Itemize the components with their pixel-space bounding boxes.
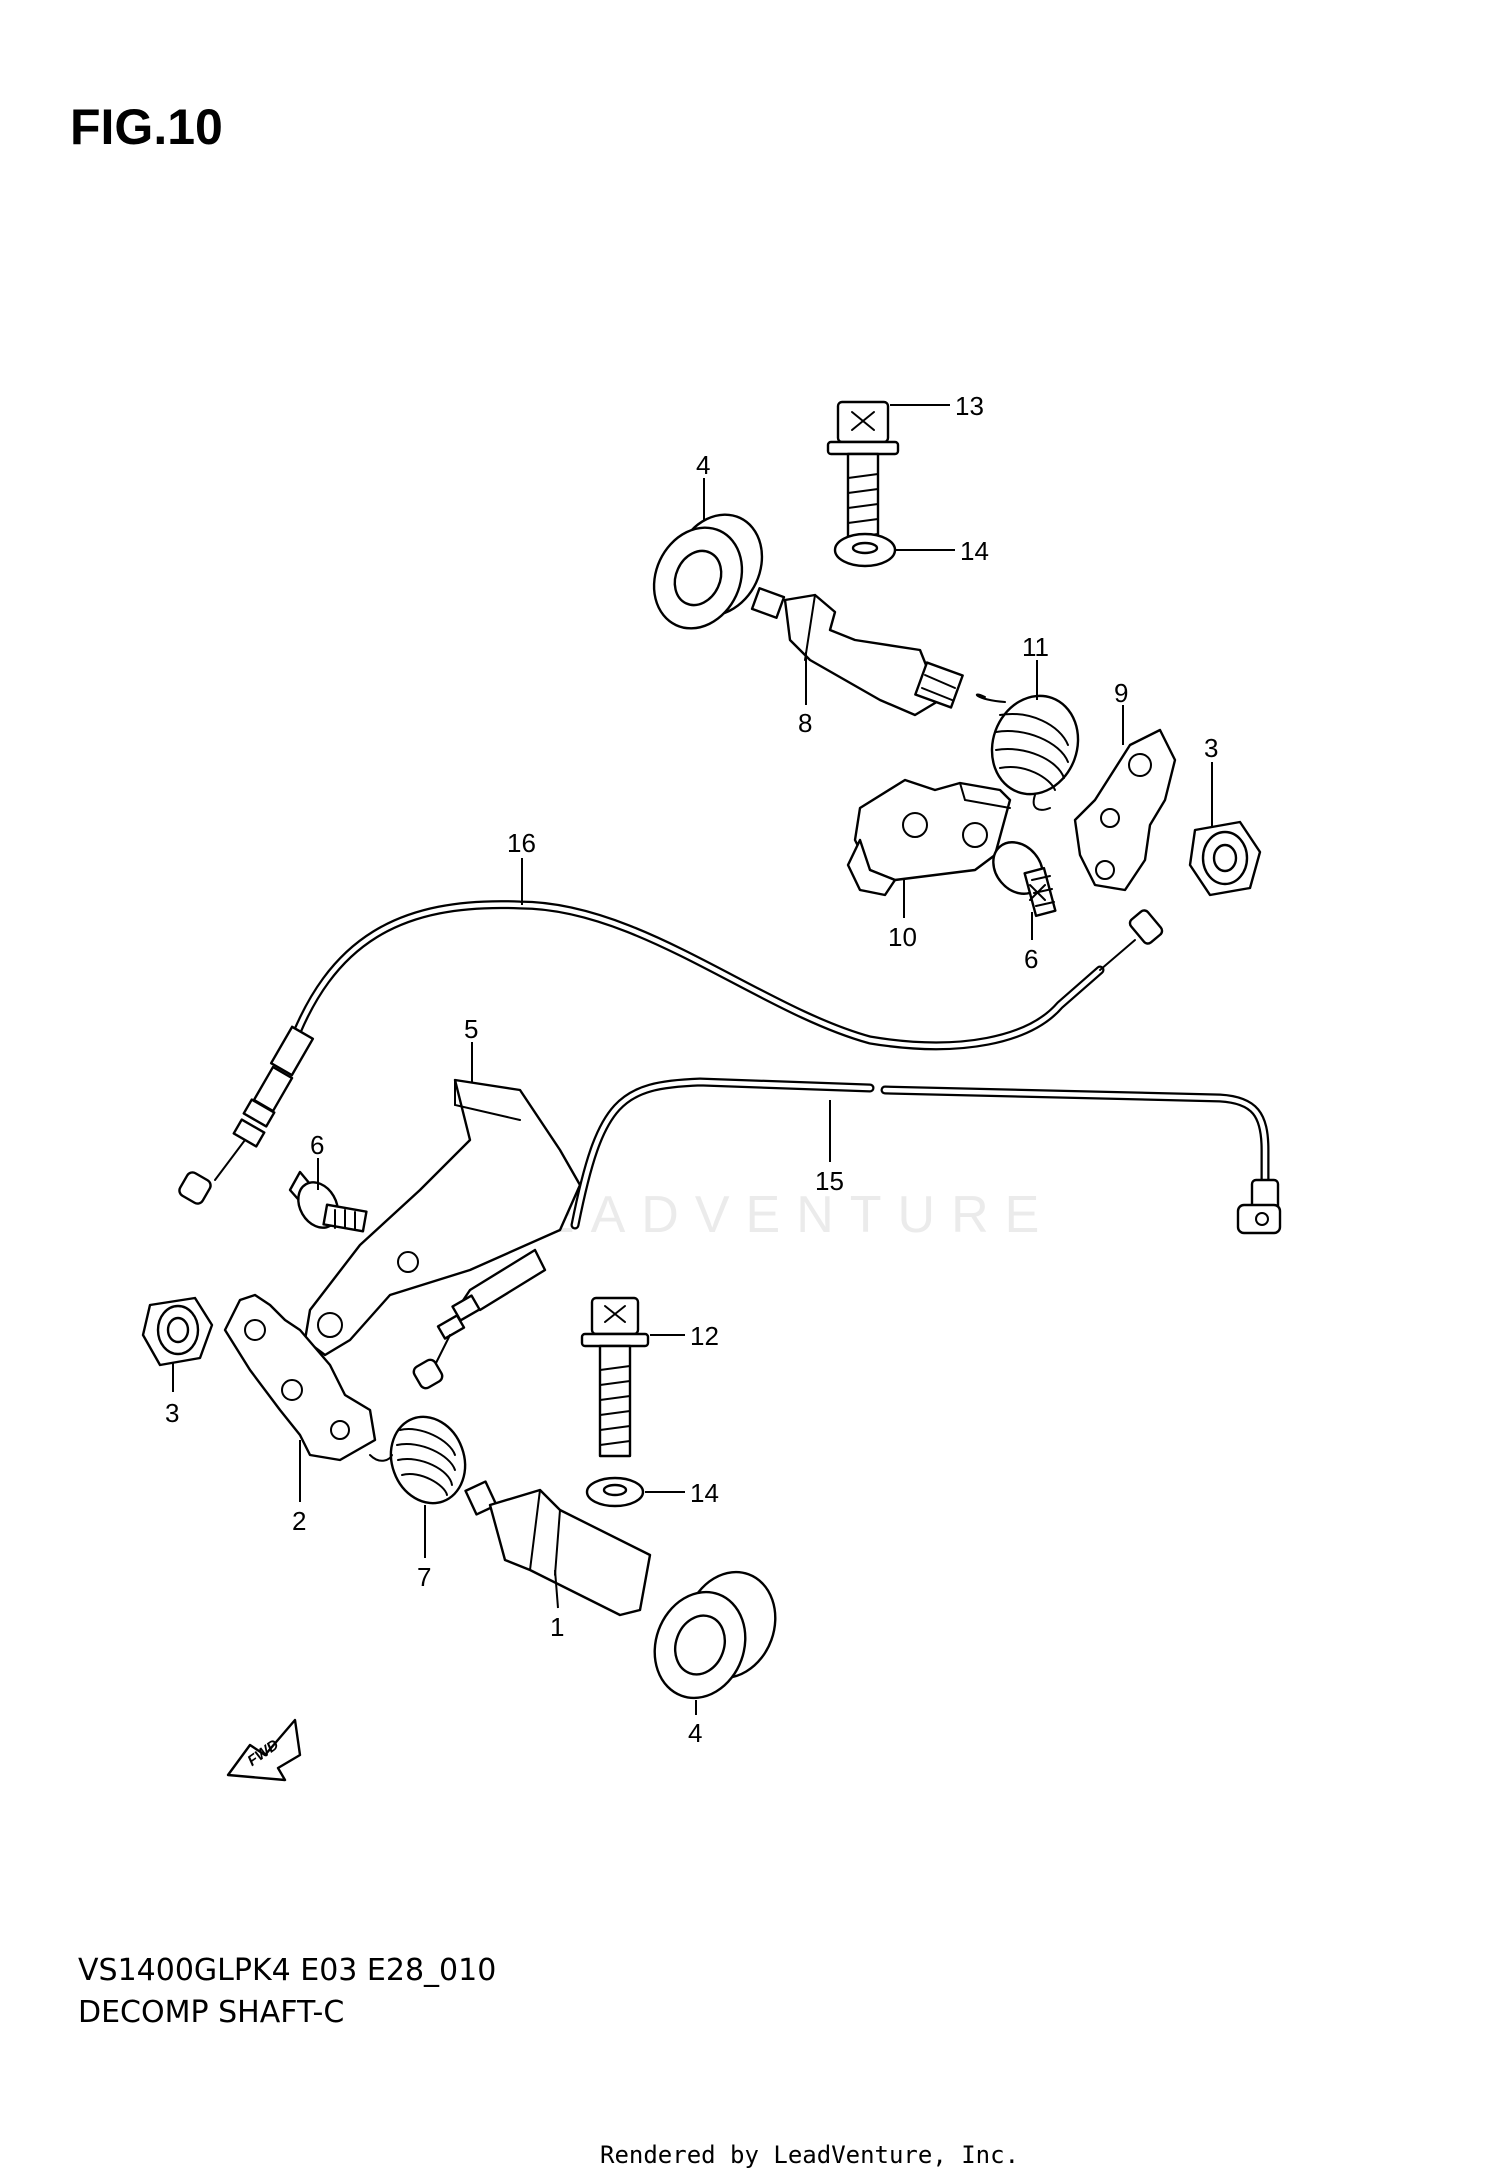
spring-7[interactable] [369,1406,477,1513]
cable-15[interactable] [412,1077,1282,1390]
shaft-8[interactable] [750,587,964,717]
callout-4-lower: 4 [688,1718,702,1748]
assembly-name: DECOMP SHAFT-C [78,1995,345,2030]
callout-5: 5 [464,1014,478,1044]
spring-11[interactable] [975,684,1092,811]
callout-3-right: 3 [1204,733,1218,763]
callout-2: 2 [292,1506,306,1536]
lever-2[interactable] [223,1293,377,1462]
callout-16: 16 [507,828,536,858]
bracket-10[interactable] [846,778,1012,897]
callout-3-left: 3 [165,1398,179,1428]
bearing-4-upper[interactable] [638,500,778,643]
callout-13: 13 [955,391,984,421]
washer-14-lower[interactable] [585,1476,645,1508]
bolt-12[interactable] [580,1296,650,1458]
figure-title: FIG.10 [70,99,223,155]
screw-6-left[interactable] [288,1170,368,1235]
callout-14-lower: 14 [690,1478,719,1508]
fwd-arrow-icon: FWD [226,1718,302,1782]
callout-9: 9 [1114,678,1128,708]
leader-lines [172,404,1213,1715]
callout-12: 12 [690,1321,719,1351]
callout-14-upper: 14 [960,536,989,566]
callout-6-upper: 6 [1024,944,1038,974]
callout-7: 7 [417,1562,431,1592]
lever-9[interactable] [1073,728,1177,892]
callout-10: 10 [888,922,917,952]
callout-1: 1 [550,1612,564,1642]
screw-6-upper[interactable] [983,832,1057,918]
shaft-1[interactable] [464,1480,652,1617]
model-code: VS1400GLPK4 E03 E28_010 [78,1953,497,1988]
callout-11: 11 [1022,632,1049,662]
cable-16[interactable] [177,900,1164,1206]
nut-3-right[interactable] [1188,820,1262,897]
callout-6-left: 6 [310,1130,324,1160]
nut-3-left[interactable] [141,1296,214,1367]
callout-15: 15 [815,1166,844,1196]
callout-8: 8 [798,708,812,738]
bolt-13[interactable] [826,400,900,556]
callout-4-upper: 4 [696,450,710,480]
bearing-4-lower[interactable] [640,1559,790,1711]
washer-14-upper[interactable] [833,532,897,568]
bracket-5[interactable] [303,1078,582,1357]
render-credit: Rendered by LeadVenture, Inc. [600,2141,1020,2169]
callout-labels: 13 4 14 11 8 9 3 16 10 6 5 6 15 12 3 14 … [165,391,1218,1748]
